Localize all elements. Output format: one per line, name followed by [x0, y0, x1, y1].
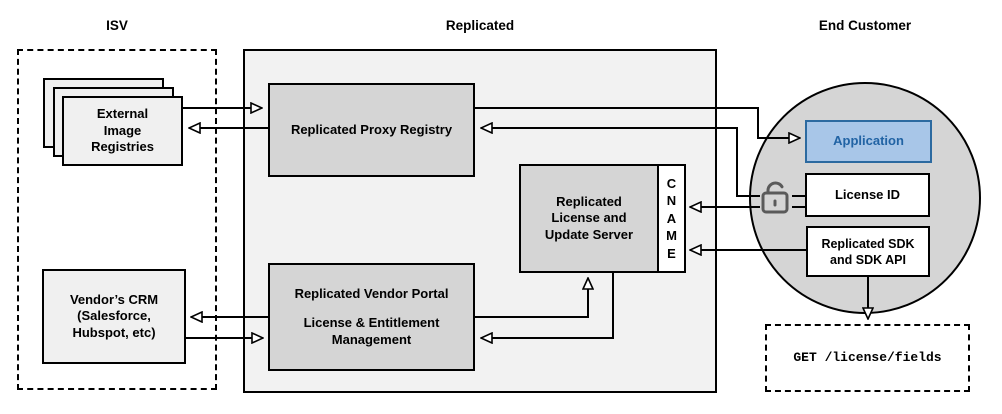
section-header-isv: ISV	[106, 18, 128, 33]
license-id-node: License ID	[805, 173, 930, 217]
vendor-portal-subtitle: License & Entitlement Management	[303, 315, 440, 347]
section-header-replicated: Replicated	[445, 18, 515, 33]
license-update-server-node: Replicated License and Update Server	[519, 164, 659, 273]
unlock-icon	[761, 181, 789, 214]
vendor-portal-title: Replicated Vendor Portal	[294, 285, 449, 301]
external-registries-node: External Image Registries	[62, 96, 183, 166]
vendor-crm-node: Vendor’s CRM (Salesforce, Hubspot, etc)	[42, 269, 186, 364]
sdk-node: Replicated SDK and SDK API	[806, 226, 930, 277]
get-license-fields-node: GET /license/fields	[765, 324, 970, 392]
application-node: Application	[805, 120, 932, 163]
section-header-end-customer: End Customer	[818, 18, 912, 33]
proxy-registry-node: Replicated Proxy Registry	[268, 83, 475, 177]
cname-strip: C N A M E	[657, 164, 686, 273]
vendor-portal-node: Replicated Vendor Portal License & Entit…	[268, 263, 475, 371]
